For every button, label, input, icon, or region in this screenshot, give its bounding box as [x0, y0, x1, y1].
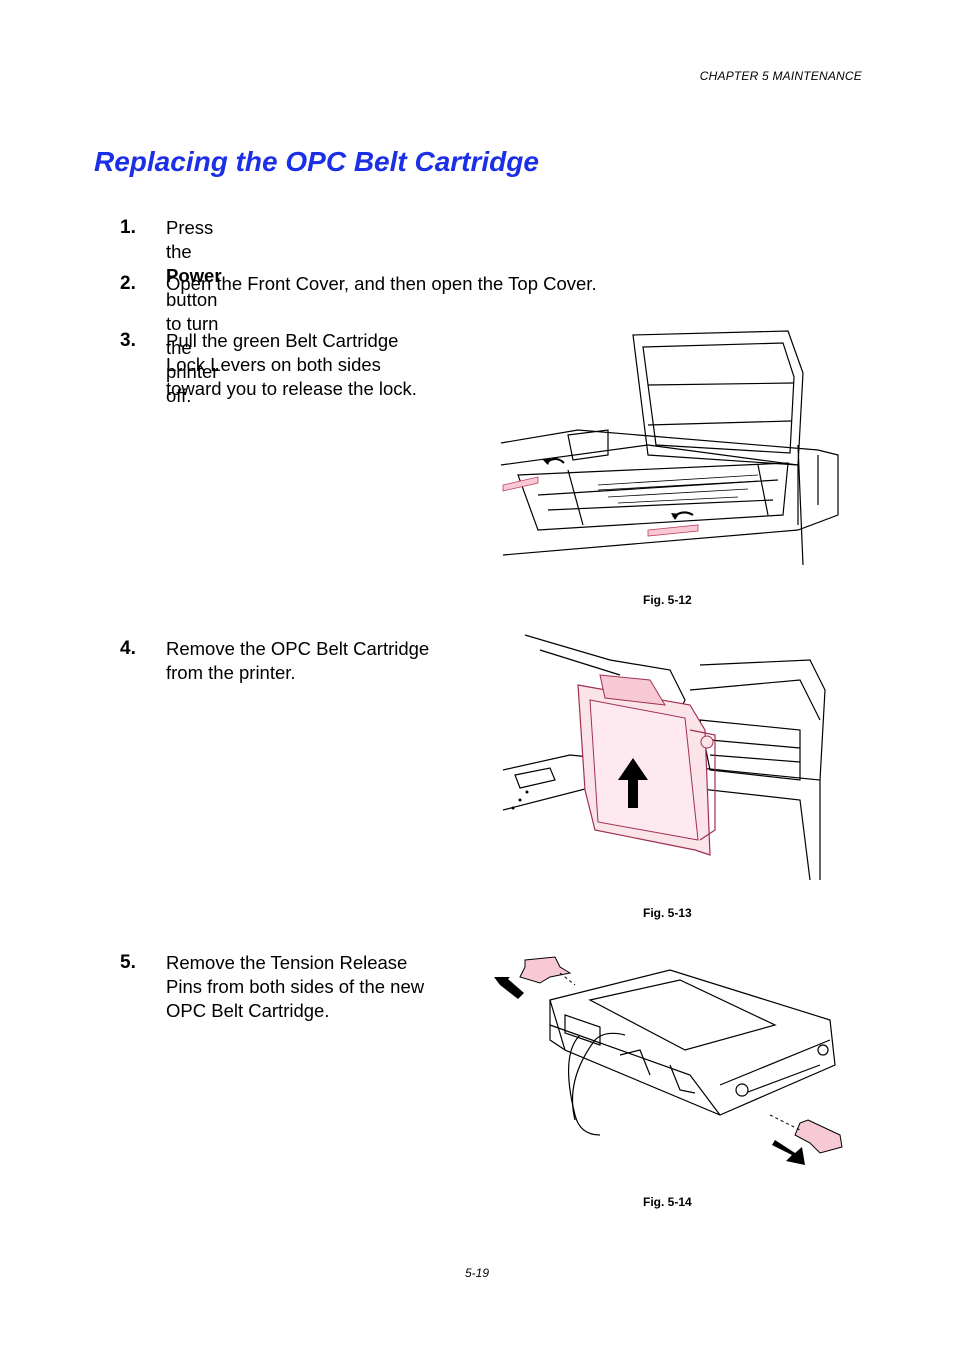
- step-number: 4.: [120, 638, 136, 659]
- page-number: 5-19: [464, 1266, 490, 1280]
- figure-caption: Fig. 5-13: [643, 906, 692, 920]
- step-text: Press the Power button to turn the print…: [166, 217, 222, 406]
- chapter-header: CHAPTER 5 MAINTENANCE: [699, 69, 862, 83]
- figure-5-12-top-cover-open: [500, 330, 839, 565]
- step-text: Remove the Tension Release Pins from bot…: [166, 952, 425, 1021]
- page-title: Replacing the OPC Belt Cartridge: [94, 146, 539, 177]
- step-number: 5.: [120, 952, 136, 973]
- step-text: Open the Front Cover, and then open the …: [166, 273, 597, 294]
- step-text: Pull the green Belt Cartridge Lock Lever…: [166, 330, 417, 399]
- figure-caption: Fig. 5-14: [643, 1195, 692, 1209]
- power-button-label: Power: [166, 265, 222, 286]
- step-number: 2.: [120, 273, 136, 294]
- step-number: 3.: [120, 330, 136, 351]
- step-text: Remove the OPC Belt Cartridge from the p…: [166, 638, 430, 683]
- figure-5-14-tension-release-pins: [494, 956, 843, 1165]
- figure-caption: Fig. 5-12: [643, 593, 692, 607]
- step-number: 1.: [120, 217, 136, 238]
- figure-5-13-remove-belt-cartridge: [502, 634, 826, 880]
